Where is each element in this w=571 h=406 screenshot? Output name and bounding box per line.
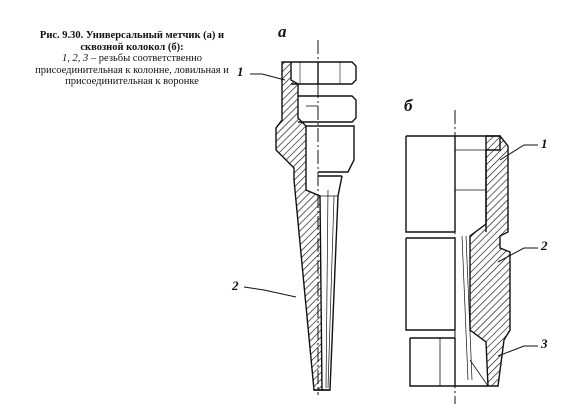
callout-b3: 3 (541, 336, 548, 351)
caption-title: Рис. 9.30. Универсальный метчик (а) и ск… (39, 30, 225, 53)
callout-a1: 1 (237, 64, 244, 79)
tap-section-wall (275, 61, 323, 391)
bell-bottom-block (409, 337, 488, 387)
leader-b2 (497, 247, 538, 263)
subfigure-label-b: б (404, 96, 413, 115)
leader-a2 (243, 286, 297, 298)
tap-leaders (243, 73, 297, 298)
universal-tap (275, 40, 357, 395)
bell-middle-body (405, 237, 455, 331)
leader-b3 (497, 345, 538, 357)
bell-section-wall (469, 135, 511, 387)
subfigure-label-a: а (278, 22, 287, 41)
bell-top-block (405, 136, 455, 233)
tap-body (318, 125, 355, 173)
callout-b2: 2 (541, 238, 548, 253)
caption-legend: 1, 2, 3 – резьбы соответственно присоеди… (35, 53, 229, 87)
caption-legend-numbers: 1, 2, 3 (62, 53, 89, 64)
tap-collar (318, 95, 357, 123)
callout-a2: 2 (232, 278, 239, 293)
figure-caption: Рис. 9.30. Универсальный метчик (а) и ск… (34, 30, 230, 88)
tap-shank-top (291, 61, 357, 85)
callout-b1: 1 (541, 136, 548, 151)
leader-b1 (499, 144, 538, 161)
leader-a1 (250, 73, 286, 81)
caption-legend-text: – резьбы соответственно присоединительна… (35, 53, 229, 87)
tap-cone (322, 175, 343, 391)
through-bell (405, 110, 511, 404)
bell-leaders (497, 144, 538, 357)
